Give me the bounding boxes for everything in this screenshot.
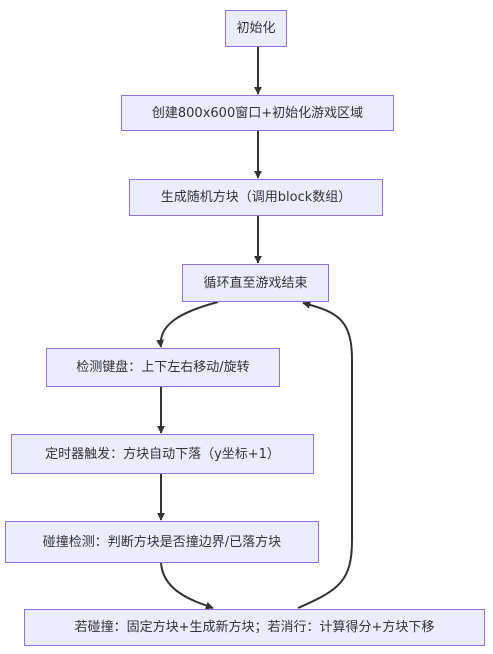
edge-handle-to-loop [297, 300, 353, 609]
edge-collision-to-handle [160, 562, 214, 610]
node-collision-label: 碰撞检测：判断方块是否撞边界/已落方块 [42, 534, 282, 550]
node-timer-label: 定时器触发：方块自动下落（y坐标+1） [45, 446, 280, 462]
node-create-window: 创建800x600窗口+初始化游戏区域 [121, 95, 394, 131]
node-gen-block: 生成随机方块（调用block数组） [129, 179, 383, 216]
node-collision: 碰撞检测：判断方块是否撞边界/已落方块 [5, 521, 319, 563]
node-timer: 定时器触发：方块自动下落（y坐标+1） [11, 434, 314, 474]
node-keyboard: 检测键盘：上下左右移动/旋转 [46, 348, 280, 387]
node-handle-label: 若碰撞：固定方块+生成新方块；若消行：计算得分+方块下移 [74, 620, 435, 635]
node-loop: 循环直至游戏结束 [182, 264, 329, 302]
node-init-label: 初始化 [236, 21, 276, 36]
node-loop-label: 循环直至游戏结束 [203, 275, 308, 291]
edge-loop-to-keyboard [156, 301, 219, 348]
node-gen-block-label: 生成随机方块（调用block数组） [160, 190, 352, 205]
node-keyboard-label: 检测键盘：上下左右移动/旋转 [76, 360, 250, 375]
node-create-window-label: 创建800x600窗口+初始化游戏区域 [151, 105, 364, 121]
node-handle: 若碰撞：固定方块+生成新方块；若消行：计算得分+方块下移 [24, 609, 485, 646]
node-init: 初始化 [225, 10, 287, 47]
